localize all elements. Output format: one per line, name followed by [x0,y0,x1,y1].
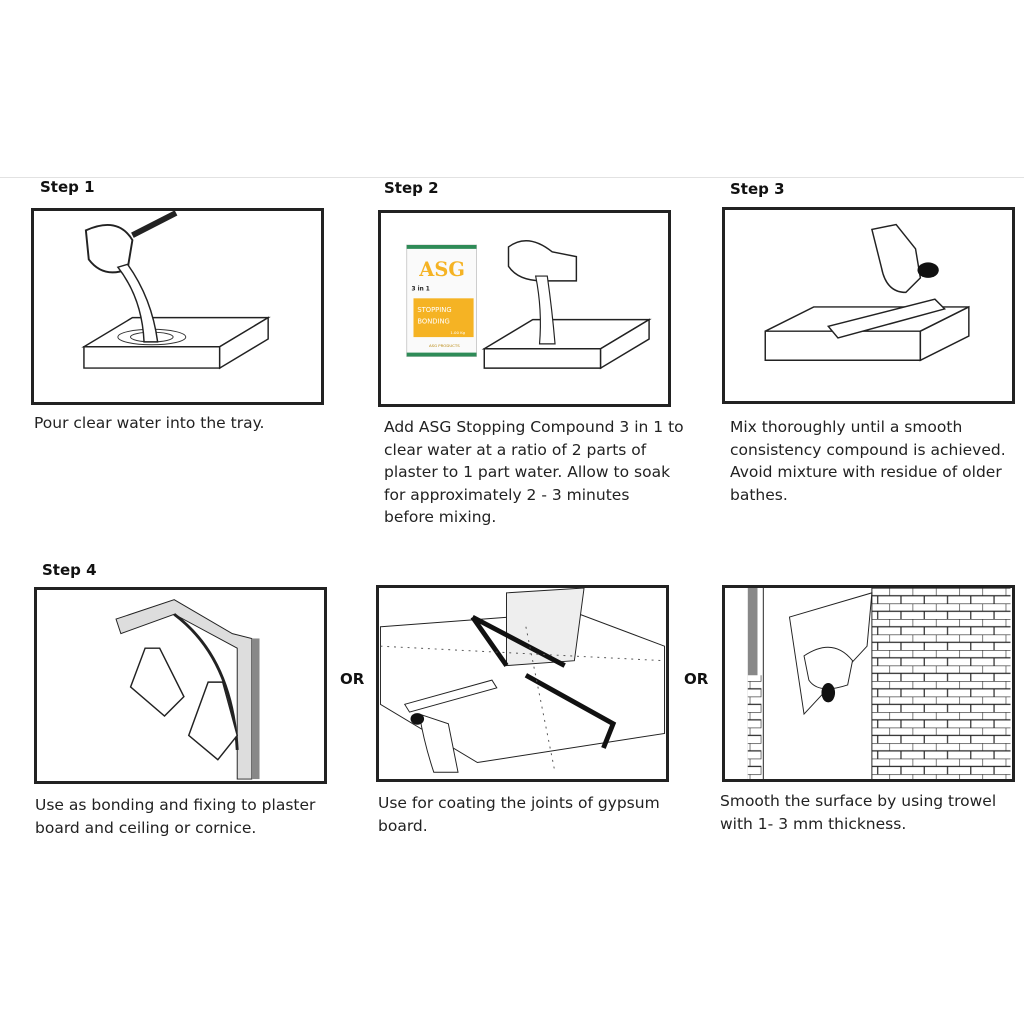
or-label-1: OR [340,670,365,688]
option-3-caption: Smooth the surface by using trowel with … [720,792,997,833]
step-3-caption: Mix thoroughly until a smooth consistenc… [730,418,1006,504]
step-1-label: Step 1 [40,178,95,196]
step-2-label: Step 2 [384,179,439,197]
step-4-caption: Use as bonding and fixing to plaster boa… [35,796,316,837]
bag-maker: ASG PRODUCTS [429,343,460,348]
bag-line1: STOPPING [417,306,451,314]
step-4-label: Step 4 [42,561,97,579]
bag-brand: ASG [418,258,465,281]
cornice-fixing-illustration [115,599,260,780]
gypsum-joint-illustration [376,585,669,782]
step-4-illustration [34,587,327,784]
bag-badge: 3 in 1 [412,287,430,293]
step-2-illustration: ASG 3 in 1 STOPPING BONDING 1.00 Kg ASG … [378,210,671,407]
or-label-2: OR [684,670,709,688]
trowel-smoothing-illustration [722,585,1015,782]
mix-trowel-illustration [764,223,970,362]
step-1-caption: Pour clear water into the tray. [34,414,265,432]
step-3-label: Step 3 [730,180,785,198]
divider [0,177,1024,178]
add-compound-illustration: ASG 3 in 1 STOPPING BONDING 1.00 Kg ASG … [406,240,652,370]
joint-coating-illustration [379,588,666,773]
bag-line2: BONDING [417,318,449,326]
pour-water-illustration [81,211,271,370]
step-2-caption: Add ASG Stopping Compound 3 in 1 to clea… [384,418,684,526]
step-1-illustration [31,208,324,405]
bag-weight: 1.00 Kg [450,330,465,335]
wall-smoothing-illustration [747,588,1011,779]
option-2-caption: Use for coating the joints of gypsum boa… [378,794,660,835]
step-3-illustration [722,207,1015,404]
